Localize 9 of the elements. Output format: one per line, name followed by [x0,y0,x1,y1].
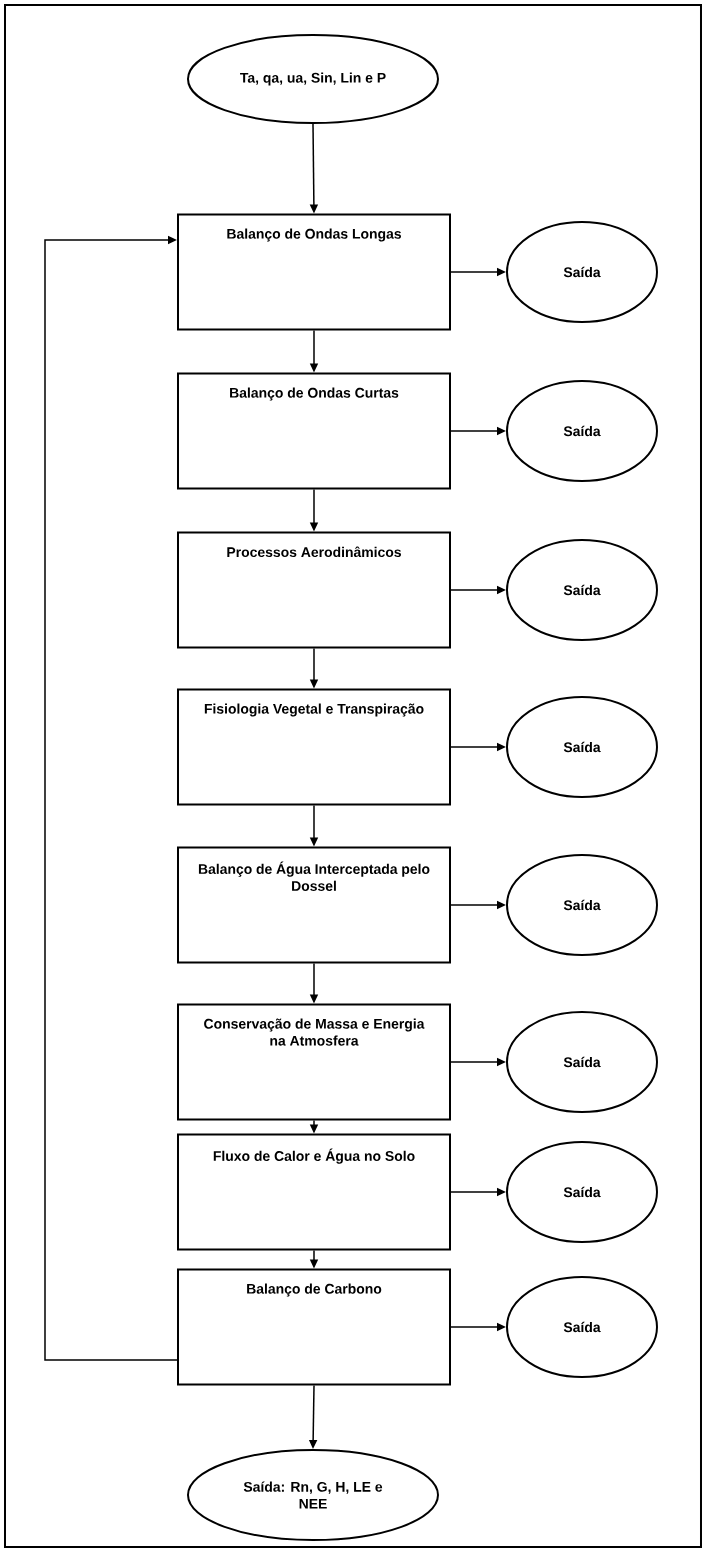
process-box: Conservação de Massa e Energia na Atmosfera [177,1003,451,1121]
process-box: Balanço de Ondas Longas [177,213,451,331]
process-box: Fisiologia Vegetal e Transpiração [177,688,451,806]
arrow [44,235,178,1361]
process-box: Balanço de Água Interceptada pelo Dossel [177,846,451,964]
process-box: Fluxo de Calor e Água no Solo [177,1133,451,1251]
process-box: Processos Aerodinâmicos [177,531,451,649]
process-box: Balanço de Ondas Curtas [177,372,451,490]
process-box: Balanço de Carbono [177,1268,451,1386]
